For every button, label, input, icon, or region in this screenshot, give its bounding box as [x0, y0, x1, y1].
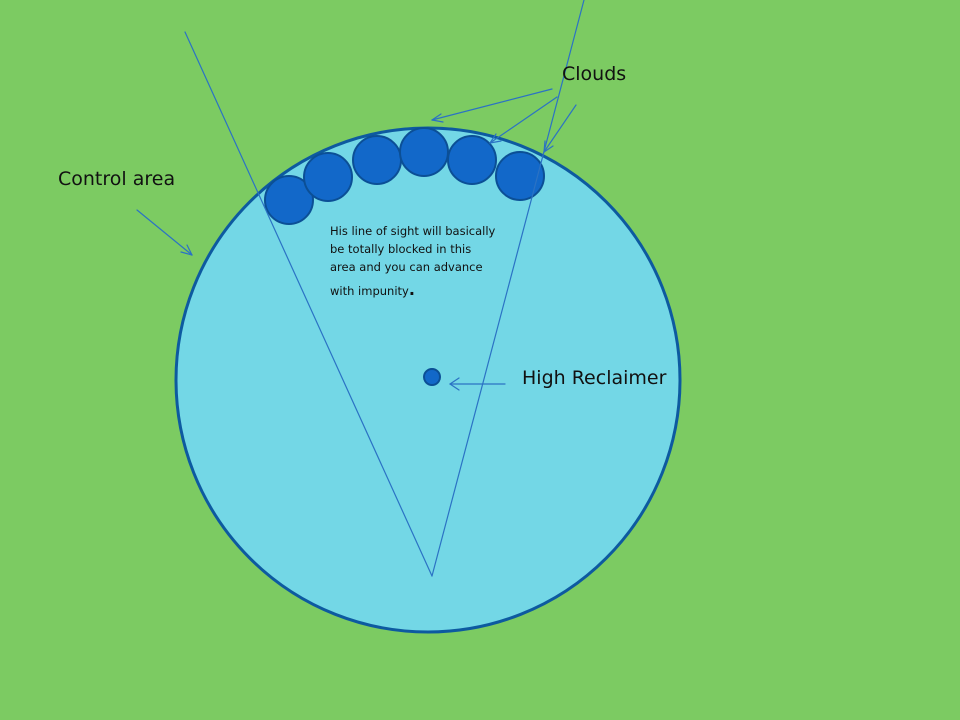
cloud-3	[352, 135, 402, 185]
control-area-arrow	[136, 209, 193, 256]
cloud-1	[264, 175, 314, 225]
clouds-arrow-3	[543, 104, 577, 153]
clouds-label: Clouds	[562, 63, 627, 85]
cloud-group	[264, 127, 545, 225]
high-reclaimer-marker	[423, 368, 441, 386]
sight-line-right	[431, 0, 585, 577]
sight-line-left	[184, 31, 433, 577]
control-area-label: Control area	[58, 168, 176, 190]
cloud-5	[447, 135, 497, 185]
note-line-4: with impunity.	[330, 281, 520, 300]
note-line-3: area and you can advance	[330, 260, 483, 274]
cloud-4	[399, 127, 449, 177]
cloud-6	[495, 151, 545, 201]
arrows	[136, 88, 577, 391]
line-of-sight-note: His line of sight will basically be tota…	[330, 222, 520, 300]
cloud-2	[303, 152, 353, 202]
high-reclaimer-arrow	[449, 377, 506, 391]
note-line-1: His line of sight will basically	[330, 224, 496, 238]
note-terminal-period: .	[408, 280, 415, 299]
line-of-sight	[184, 0, 585, 577]
note-line-4-text: with impunity	[330, 284, 409, 298]
note-line-2: be totally blocked in this	[330, 242, 472, 256]
high-reclaimer-label: High Reclaimer	[522, 367, 667, 389]
clouds-arrow-1	[431, 88, 553, 123]
clouds-arrow-2	[489, 96, 558, 144]
